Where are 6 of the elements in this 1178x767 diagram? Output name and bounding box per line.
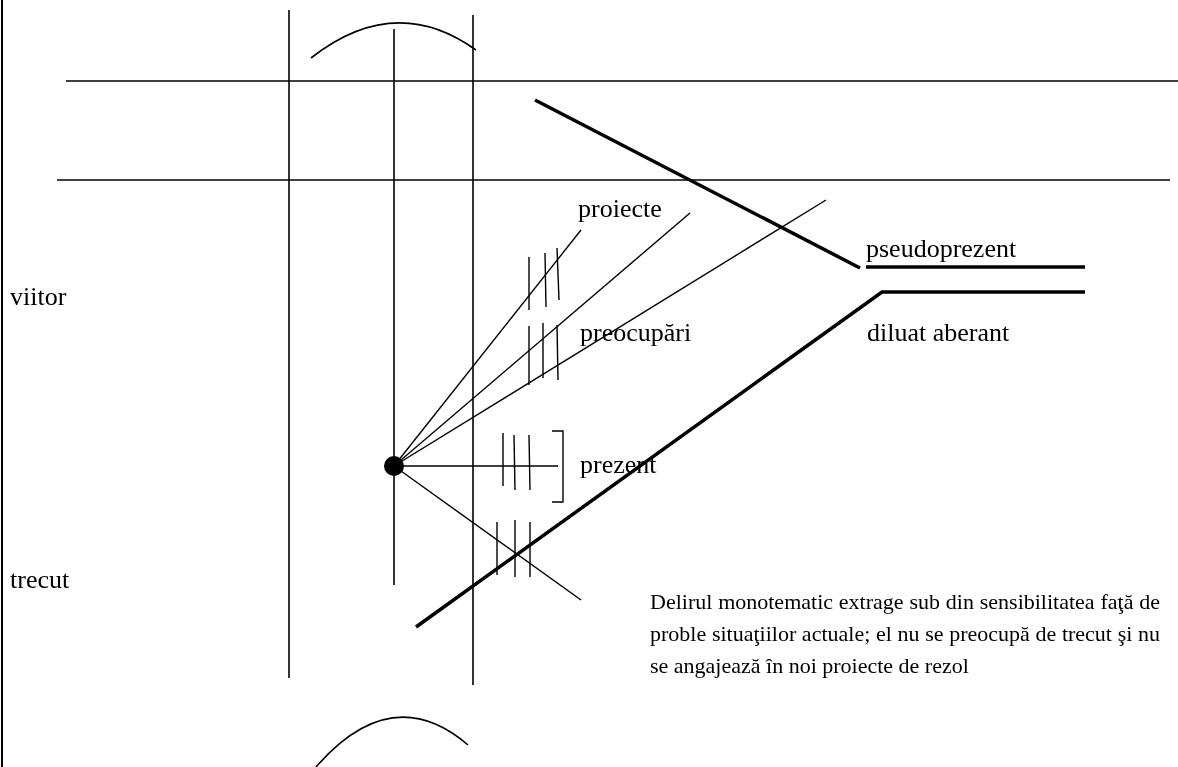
axis-label: viitor [10, 282, 67, 312]
description-paragraph: Delirul monotematic extrage sub din sensibilitatea faţă de proble situaţiilor actuale; el nu se preocupă de trecut şi nu se angajează în noi proiecte de rezol [650, 588, 1160, 680]
axis-label: proiecte [578, 194, 662, 224]
axis-label: trecut [10, 565, 70, 595]
axis-label: pseudoprezent [866, 234, 1017, 264]
axis-label: diluat aberant [867, 318, 1010, 348]
